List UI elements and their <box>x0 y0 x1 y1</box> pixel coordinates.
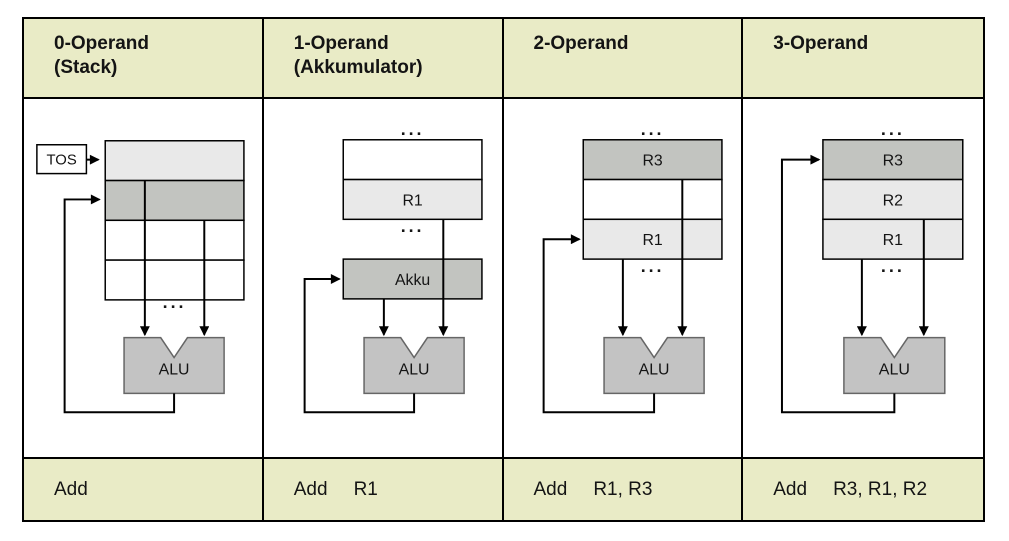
register-label-r1: R1 <box>642 232 662 249</box>
alu-shape <box>363 336 465 395</box>
tos-box <box>36 143 88 175</box>
tos-label: TOS <box>47 153 77 169</box>
register-ellipsis-bottom: ... <box>881 256 905 276</box>
result-feedback-arrow <box>542 234 655 414</box>
alu-label: ALU <box>638 361 669 378</box>
instruction-mnemonic: Add <box>773 478 808 500</box>
diagram-cell-3-operand: ... R3 R2 R1 ... ALU <box>743 99 983 459</box>
diagram-cell-2-operand: ... R3 R1 ... ALU <box>503 99 744 459</box>
register-label-r3: R3 <box>642 153 662 170</box>
operand-architecture-table: 0-Operand (Stack) 1-Operand (Akkumulator… <box>22 17 985 522</box>
alu-shape <box>843 336 946 395</box>
stack-ellipsis: ... <box>163 292 187 312</box>
result-feedback-arrow <box>781 154 896 414</box>
two-operand-architecture-diagram: ... R3 R1 ... ALU <box>542 119 723 414</box>
alu-label: ALU <box>398 361 429 378</box>
header-subtitle-stack: (Stack) <box>54 57 118 78</box>
register-label-r2: R2 <box>883 192 904 209</box>
header-cell-2-operand: 2-Operand <box>503 19 744 99</box>
alu-shape <box>123 336 225 395</box>
register-label-r1: R1 <box>402 192 422 209</box>
instruction-cell-3-operand: Add R3, R1, R2 <box>743 459 983 520</box>
stack-cell-top <box>104 140 245 182</box>
stack-cell-third <box>104 219 245 261</box>
instruction-operands: R3, R1, R2 <box>833 478 928 500</box>
alu-shape <box>602 336 705 395</box>
header-cell-0-operand: 0-Operand (Stack) <box>24 19 264 99</box>
register-cell-empty <box>582 178 723 221</box>
register-cell-r2 <box>822 178 964 221</box>
diagram-cell-akkumulator: ... R1 ... Akku ALU <box>263 99 504 459</box>
register-cell-r1 <box>342 178 483 221</box>
register-cell-r1 <box>822 218 964 260</box>
instruction-mnemonic: Add <box>54 478 88 500</box>
alu-label: ALU <box>159 361 190 378</box>
header-title-0-operand: 0-Operand <box>54 33 150 54</box>
memory-ellipsis-bottom: ... <box>400 216 424 236</box>
register-cell-r1 <box>582 218 723 260</box>
result-feedback-arrow <box>63 194 176 414</box>
instruction-cell-stack: Add <box>24 459 264 520</box>
stack-architecture-diagram: ... TOS ALU <box>36 140 245 414</box>
register-cell-r3 <box>822 139 964 181</box>
register-ellipsis-top: ... <box>640 119 664 139</box>
stack-cell-second <box>104 179 245 222</box>
register-cell-empty <box>342 139 483 181</box>
header-title-2-operand: 2-Operand <box>533 33 629 54</box>
alu-label: ALU <box>879 361 910 378</box>
header-subtitle-akkumulator: (Akkumulator) <box>293 57 423 78</box>
instruction-mnemonic: Add <box>293 478 328 500</box>
stack-cell-fourth <box>104 259 245 301</box>
instruction-operands: R1, R3 <box>593 478 653 500</box>
register-ellipsis-top: ... <box>881 119 905 139</box>
instruction-cell-2-operand: Add R1, R3 <box>503 459 744 520</box>
instruction-mnemonic: Add <box>533 478 568 500</box>
register-ellipsis-bottom: ... <box>640 256 664 276</box>
memory-ellipsis-top: ... <box>400 119 424 139</box>
header-title-1-operand: 1-Operand <box>293 33 389 54</box>
akku-box <box>342 258 483 300</box>
diagram-cell-stack: ... TOS ALU <box>24 99 264 459</box>
three-operand-architecture-diagram: ... R3 R2 R1 ... ALU <box>781 119 964 414</box>
result-feedback-arrow <box>303 274 415 414</box>
header-cell-3-operand: 3-Operand <box>743 19 983 99</box>
instruction-operands: R1 <box>353 478 378 500</box>
header-title-3-operand: 3-Operand <box>773 33 869 54</box>
register-label-r1: R1 <box>883 232 904 249</box>
register-cell-r3 <box>582 139 723 181</box>
register-label-r3: R3 <box>883 153 904 170</box>
akkumulator-architecture-diagram: ... R1 ... Akku ALU <box>303 119 483 414</box>
akku-label: Akku <box>395 272 430 289</box>
header-cell-1-operand: 1-Operand (Akkumulator) <box>263 19 504 99</box>
instruction-cell-akkumulator: Add R1 <box>263 459 504 520</box>
